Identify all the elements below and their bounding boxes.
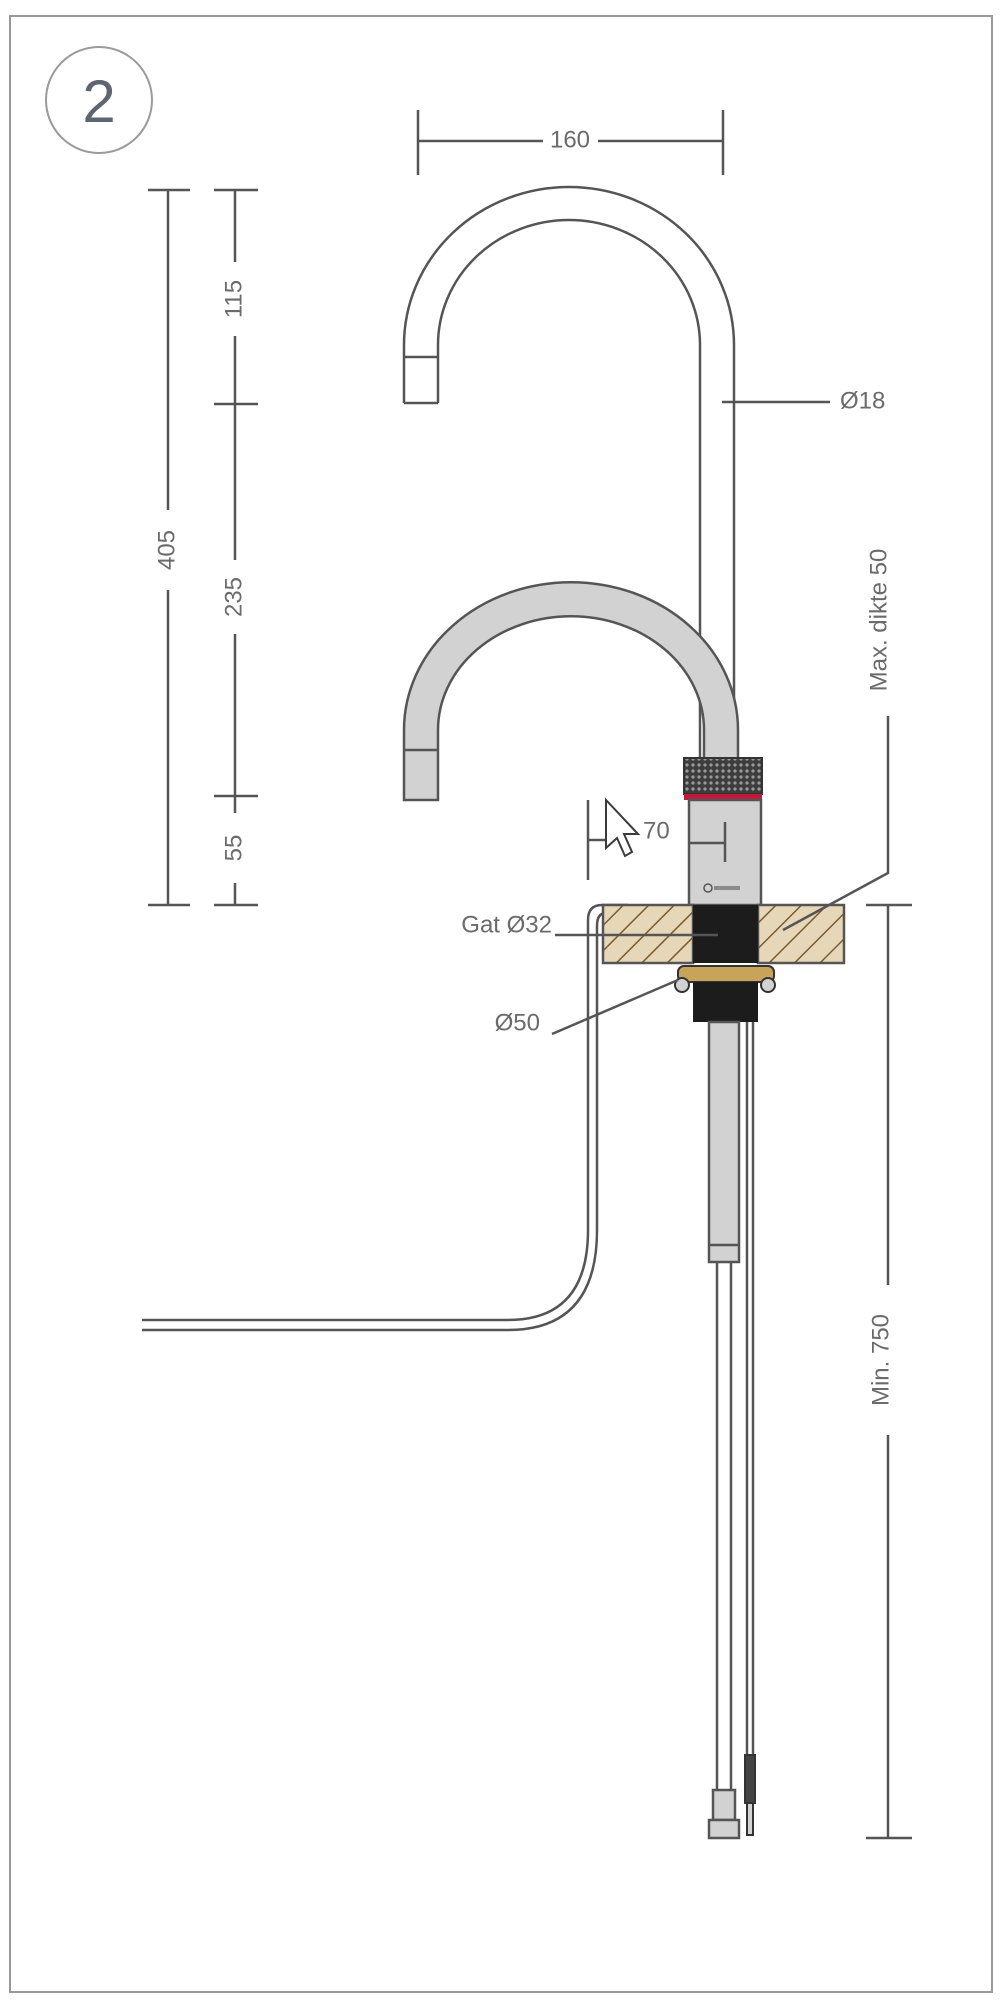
tube-diameter-label: Ø18	[840, 387, 885, 414]
pipe-shank	[707, 1020, 741, 1264]
control-cable	[745, 1022, 755, 1755]
max-thickness-leader	[782, 716, 890, 932]
min-height-dimension	[866, 903, 912, 1840]
frame-border	[9, 15, 993, 1993]
spout-reach-dimension	[416, 110, 725, 175]
max-thickness-label: Max. dikte 50	[865, 549, 892, 692]
upper-segment-label: 115	[220, 280, 247, 318]
step-number: 2	[82, 68, 115, 135]
raised-spout	[402, 185, 736, 760]
base-diameter-label: Ø50	[495, 1009, 540, 1036]
step-badge: 2	[45, 46, 153, 154]
min-height-label: Min. 750	[867, 1314, 894, 1406]
countertop-right	[756, 903, 846, 965]
cable-plug	[744, 1754, 756, 1836]
working-spout	[402, 581, 740, 802]
red-indicator-ring	[684, 794, 762, 800]
hole-diameter-label: Gat Ø32	[461, 911, 552, 938]
washer	[677, 965, 775, 983]
mouse-pointer-icon	[605, 797, 641, 858]
quooker-logo-icon	[703, 883, 740, 893]
base-diameter-leader	[551, 978, 679, 1036]
mounting-nut	[693, 982, 758, 1022]
total-height-label: 405	[153, 530, 180, 570]
spout-reach-label: 160	[550, 126, 590, 153]
middle-segment-label: 235	[220, 577, 247, 617]
lower-segment-label: 55	[220, 835, 247, 862]
water-hose	[142, 903, 628, 1332]
hose-connector	[707, 1788, 741, 1840]
body-depth-label: 70	[643, 817, 670, 844]
supply-hose	[715, 1262, 733, 1790]
control-knob	[683, 757, 763, 795]
